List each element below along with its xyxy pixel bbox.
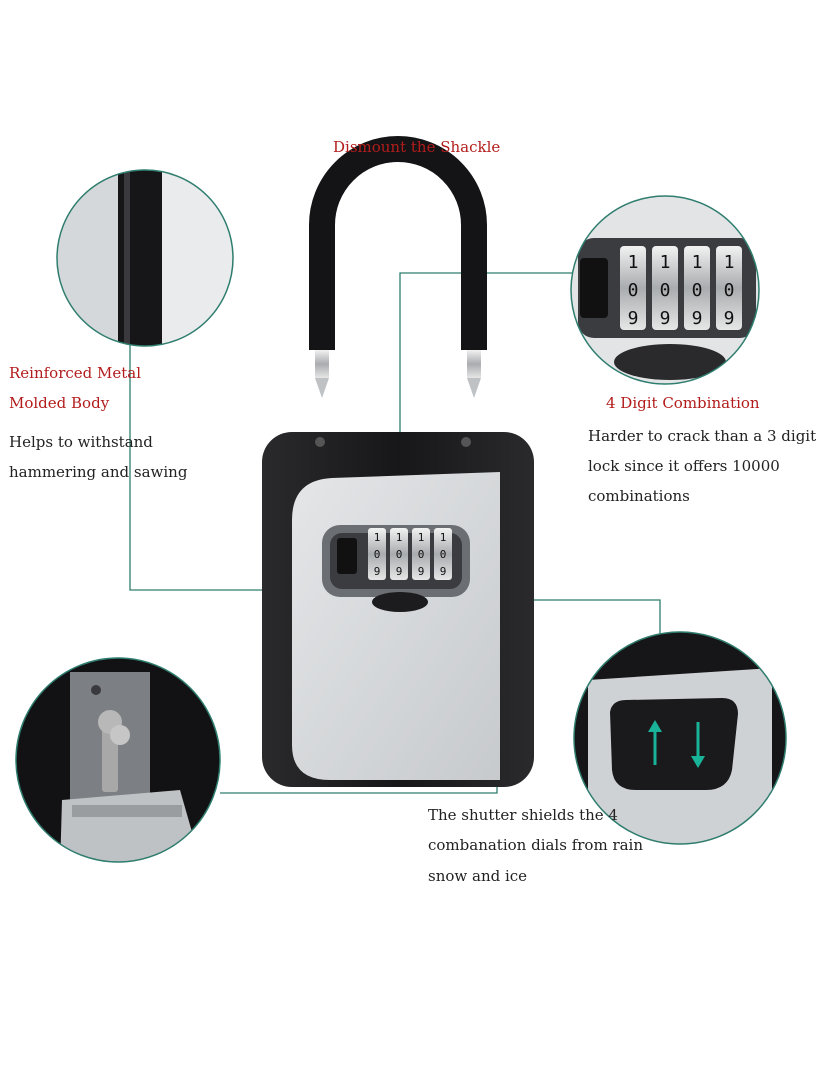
dial-digit: 1 bbox=[724, 252, 735, 273]
dial-digit: 0 bbox=[692, 280, 703, 301]
dial-digit: 9 bbox=[628, 308, 639, 329]
zoom-shutter bbox=[573, 631, 787, 845]
dial-digit: 0 bbox=[418, 548, 425, 561]
dial-digit: 1 bbox=[628, 252, 639, 273]
dial-digit: 1 bbox=[440, 531, 447, 544]
dial-digit: 9 bbox=[396, 565, 403, 578]
dial-wheels-main bbox=[368, 528, 452, 580]
reinforced-desc-line1: Helps to withstand bbox=[9, 433, 153, 451]
shackle-label: Dismount the Shackle bbox=[333, 138, 501, 156]
dial-digit: 0 bbox=[628, 280, 639, 301]
dial-digit: 1 bbox=[396, 531, 403, 544]
lock-box bbox=[262, 432, 534, 787]
dial-digit: 1 bbox=[374, 531, 381, 544]
dial-digit: 0 bbox=[660, 280, 671, 301]
dial-digit: 9 bbox=[660, 308, 671, 329]
dial-digit: 1 bbox=[660, 252, 671, 273]
combination-desc-line1: Harder to crack than a 3 digit bbox=[588, 427, 816, 445]
zoom-dials bbox=[570, 195, 760, 385]
dial-digit: 9 bbox=[418, 565, 425, 578]
dial-digit: 1 bbox=[692, 252, 703, 273]
combination-desc-line2: lock since it offers 10000 bbox=[588, 457, 780, 475]
shutter-desc-line2: combanation dials from rain bbox=[428, 836, 644, 854]
dial-digit: 0 bbox=[374, 548, 381, 561]
dial-digit: 9 bbox=[692, 308, 703, 329]
combination-title: 4 Digit Combination bbox=[606, 394, 760, 412]
dial-digit: 0 bbox=[724, 280, 735, 301]
reinforced-title-line1: Reinforced Metal bbox=[9, 364, 142, 382]
dial-digits-zoom: 1 1 1 1 0 0 0 0 9 9 9 9 bbox=[628, 252, 735, 329]
reinforced-title-line2: Molded Body bbox=[9, 394, 110, 412]
dial-digit: 9 bbox=[724, 308, 735, 329]
zoom-reinforced-body bbox=[56, 169, 234, 347]
dial-digit: 0 bbox=[396, 548, 403, 561]
callout-line-body bbox=[129, 345, 290, 591]
dial-digits-main: 1 1 1 1 0 0 0 0 9 9 9 9 bbox=[374, 531, 447, 578]
dial-digit: 9 bbox=[440, 565, 447, 578]
combination-desc-line3: combinations bbox=[588, 487, 690, 505]
dial-digit: 9 bbox=[374, 565, 381, 578]
shutter-desc-line1: The shutter shields the 4 bbox=[428, 806, 618, 824]
dial-digit: 0 bbox=[440, 548, 447, 561]
zoom-keys-inside bbox=[15, 657, 221, 863]
dial-digit: 1 bbox=[418, 531, 425, 544]
shackle bbox=[309, 136, 487, 398]
shutter-desc-line3: snow and ice bbox=[428, 867, 528, 885]
reinforced-desc-line2: hammering and sawing bbox=[9, 463, 188, 481]
